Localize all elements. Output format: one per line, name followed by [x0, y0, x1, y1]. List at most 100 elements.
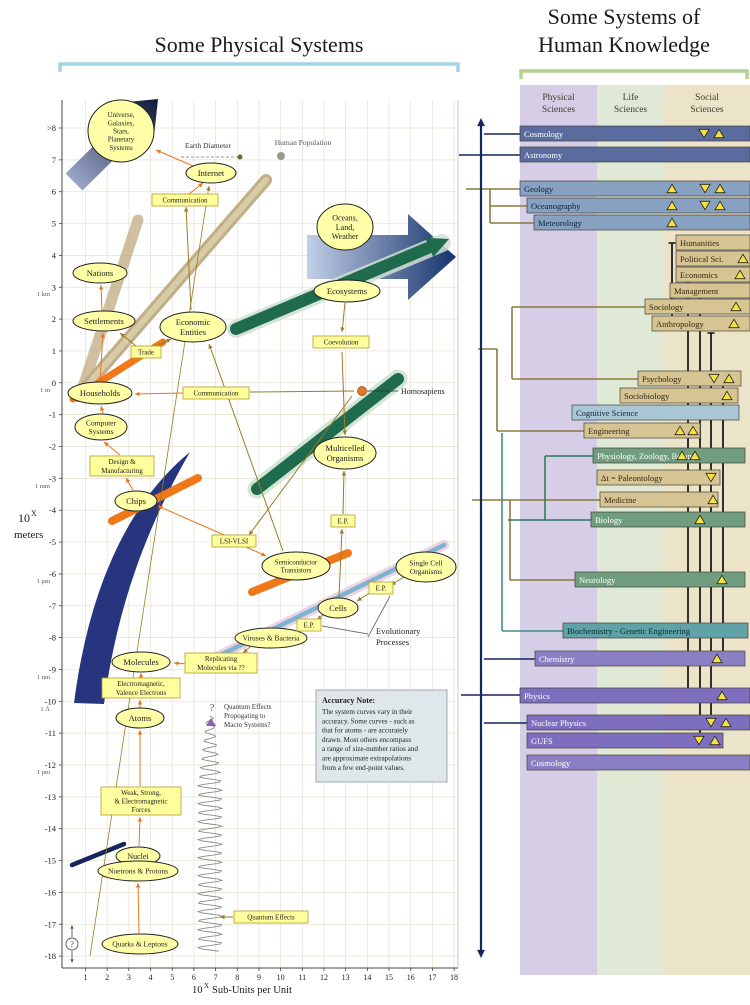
node-ellipse-settlements [72, 310, 136, 332]
node-oceans-land-weather: Oceans,Land,Weather [316, 203, 374, 251]
bar-rect-cognitive-science [571, 404, 740, 421]
connector-arrowhead [120, 333, 125, 338]
bar-label-sociobiology: Sociobiology [624, 391, 670, 401]
knowledge-bar-physiology-zoology-botany-15: Physiology, Zoology, Botany [592, 447, 746, 464]
title-human-knowledge-1: Some Systems of [548, 4, 701, 29]
ecosystem-green-arrow-head [425, 237, 449, 257]
quantum-spiral-group [196, 715, 224, 952]
spiral-question-mark: ? [210, 702, 215, 714]
node-label-single-cell-organisms: Single Cell [409, 558, 443, 567]
column-header-physical-sciences: Physical [542, 93, 575, 103]
node-label-oceans-land-weather: Weather [332, 232, 359, 241]
box-design-manufacturing: Design &Manufacturing [89, 455, 155, 477]
knowledge-bar-geology-2: Geology [519, 180, 750, 197]
scale-label: 1 mm [35, 483, 50, 490]
connector-arrowhead [206, 186, 211, 191]
knowledge-bar-physics-22: Physics [519, 687, 750, 704]
bar-marker-geology [666, 183, 678, 194]
connector-arrowhead [100, 406, 105, 411]
connector-arrowhead [138, 673, 144, 678]
box-label-electromagnetic-valence: Electromagnetic, [117, 680, 165, 688]
title-human-knowledge-2: Human Knowledge [538, 32, 710, 57]
box-electromagnetic-valence: Electromagnetic,Valence Electrons [101, 677, 181, 699]
node-label-single-cell-organisms: Organisms [410, 567, 442, 576]
box-rect-ep-3 [296, 618, 322, 632]
bar-rect-management [669, 282, 750, 299]
x-tick-label: 8 [235, 973, 239, 982]
box-ep-2: E.P. [368, 581, 394, 595]
bracket-physical-systems [58, 62, 460, 72]
node-label-molecules: Molecules [123, 657, 158, 667]
bar-label-engineering: Engineering [588, 426, 630, 436]
node-label-economic-entities: Entities [180, 327, 206, 337]
y-tick-label: -16 [45, 887, 56, 897]
knowledge-bar-gufs-24: GUFS [526, 732, 724, 749]
column-physical-sciences [520, 85, 597, 975]
node-ellipse-oceans-land-weather [316, 203, 374, 251]
homosapiens-label: Homosapiens [401, 387, 445, 396]
bar-marker-physics [716, 690, 728, 701]
knowledge-bar-sociology-9: Sociology [644, 298, 750, 315]
box-communication-mid: Communication [182, 386, 250, 400]
box-communication-upper: Communication [151, 193, 219, 207]
y-tick-label: 6 [52, 187, 56, 197]
bar-marker-nuclear-physics [720, 717, 732, 728]
bar-marker-sociology [730, 301, 742, 312]
bar-marker-neurology [716, 574, 728, 585]
node-label-oceans-land-weather: Oceans, [332, 214, 358, 223]
connector-arrowhead [104, 442, 109, 447]
y-tick-label: -12 [45, 760, 56, 770]
bar-marker-gufs [693, 735, 705, 746]
column-social-sciences [664, 85, 750, 975]
connector-arrowhead [342, 430, 347, 435]
earth-diameter-label: Earth Diameter [185, 141, 232, 150]
bar-marker-oceanography [714, 200, 726, 211]
human-population-label: Human Population [275, 138, 332, 147]
node-label-multicelled-organisms: Organisms [327, 453, 364, 463]
x-tick-label: 10 [277, 973, 285, 982]
connector [185, 206, 192, 311]
bar-marker-psychology [723, 373, 735, 384]
accuracy-note-line: accuracy. Some curves - such as [322, 717, 415, 725]
connector-arrowhead [100, 333, 105, 338]
knowledge-bar-astronomy-1: Astronomy [519, 146, 750, 163]
bar-rect-biochemistry-genetic-engineering [562, 622, 749, 639]
double-arrow-bottom [477, 949, 485, 958]
bar-marker-engineering [674, 425, 686, 436]
bar-label-cosmology: Cosmology [531, 758, 571, 768]
y-tick-label: >8 [47, 123, 56, 133]
bar-rect-physics [519, 687, 750, 704]
x-tick-label: 16 [407, 973, 415, 982]
y-tick-label: -17 [45, 919, 56, 929]
knowledge-bars: CosmologyAstronomyGeologyOceanographyMet… [519, 125, 750, 771]
connector [248, 395, 353, 536]
x-tick-label: 13 [342, 973, 350, 982]
box-rect-ep-2 [368, 581, 394, 595]
box-label-replicating-molecules: Replicating [205, 655, 238, 663]
node-label-households: Households [80, 388, 120, 398]
connector [249, 390, 355, 393]
axis-question-mark: ? [70, 940, 74, 949]
knowledge-bar-cosmology-0: Cosmology [519, 125, 750, 142]
box-label-communication-upper: Communication [162, 196, 208, 204]
bar-label-oceanography: Oceanography [531, 201, 581, 211]
earth-diameter-dot [237, 154, 243, 160]
connector-arrowhead [158, 505, 163, 510]
x-tick-label: 11 [298, 973, 306, 982]
box-rect-weak-strong-em [100, 786, 182, 816]
node-ellipse-viruses-bacteria [234, 627, 308, 649]
knowledge-bar-t-paleontology-16: Δt = Paleontology [596, 469, 721, 486]
x-tick-label: 1 [84, 973, 88, 982]
human-population-dot [277, 152, 285, 160]
accuracy-note-line: drawn. Most others encompass [322, 736, 411, 744]
node-ecosystems: Ecosystems [313, 279, 381, 303]
y-tick-label: 5 [52, 219, 56, 229]
civilization-branch-line [74, 214, 144, 402]
node-ellipse-quarks-leptons [101, 933, 179, 955]
connector-arrowhead [184, 207, 189, 212]
connector-arrowhead [135, 391, 140, 397]
bar-rect-geology [519, 180, 750, 197]
bar-rect-anthropology [651, 315, 750, 332]
box-rect-trade [130, 345, 162, 359]
